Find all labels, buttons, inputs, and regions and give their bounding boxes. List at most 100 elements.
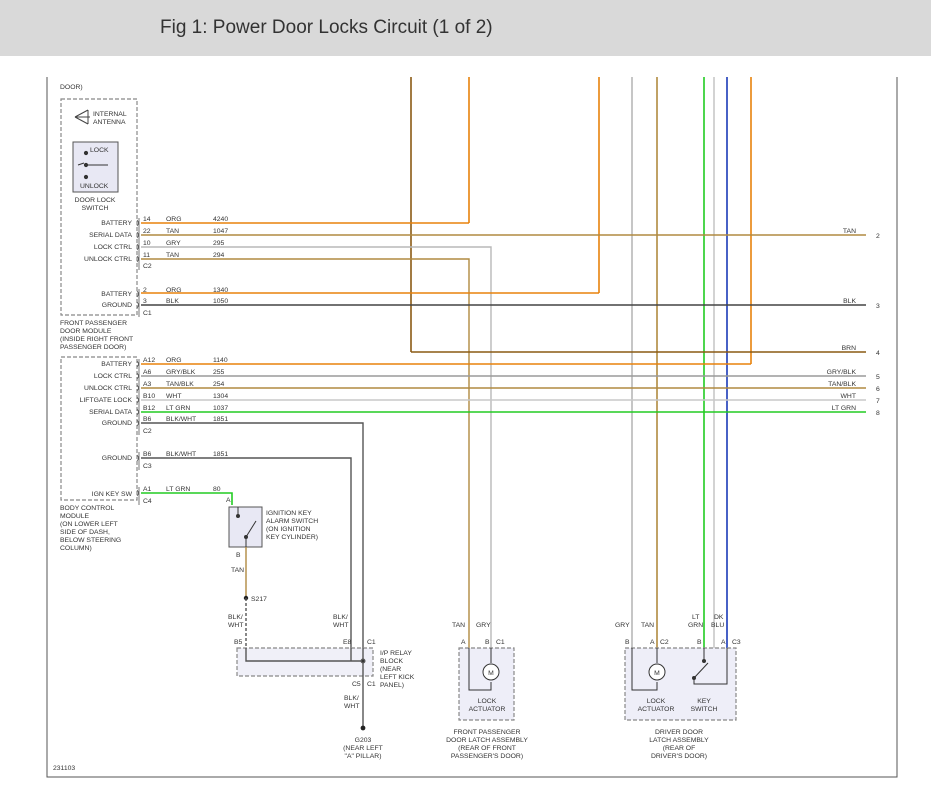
fp-motor-icon [468, 648, 500, 691]
fpdm-title: PASSENGER DOOR) [60, 344, 126, 351]
bcm-pin-num: B6 [143, 451, 152, 458]
bcm-circuit: 1851 [213, 416, 228, 423]
fpdm-pin-labels: BATTERY SERIAL DATA LOCK CTRL UNLOCK CTR… [84, 216, 228, 317]
relay-pin: C1 [367, 681, 376, 688]
fpdm-wire-color: BLK [166, 298, 179, 305]
bcm-box [60, 356, 138, 501]
ign-switch-label: ALARM SWITCH [266, 518, 318, 525]
fp-latch-box [458, 647, 515, 721]
relay-pin: E8 [343, 639, 352, 646]
drv-wire-label: DK [714, 614, 724, 621]
bcm-pin-num: A1 [143, 486, 152, 493]
door-lock-switch-icon [77, 150, 108, 180]
bcm-pin-num: A3 [143, 381, 152, 388]
bcm-circuit: 80 [213, 486, 221, 493]
relay-pin: C1 [367, 639, 376, 646]
relay-block-label: I/P RELAY [380, 650, 412, 657]
bcm-wire-color: BLK/WHT [166, 416, 196, 423]
right-references: TAN 2 BLK 3 BRN 4 GRY/BLK 5 TAN/BLK 6 WH… [827, 228, 880, 417]
relay-block-label: (NEAR [380, 666, 401, 673]
relay-block-label: LEFT KICK [380, 674, 415, 681]
fpdm-box [60, 98, 138, 316]
fpdm-connector-marks [136, 218, 140, 317]
fp-wire-label: TAN [452, 622, 465, 629]
fpdm-wires [141, 222, 866, 648]
bcm-pin-num: A12 [143, 357, 155, 364]
fpdm-pin-num: 14 [143, 216, 151, 223]
bcm-connector: C4 [143, 498, 152, 505]
fp-wire-label: GRY [476, 622, 491, 629]
fpdm-circuit: 1047 [213, 228, 228, 235]
right-ref-num: 8 [876, 410, 880, 417]
fpdm-pin-name: GROUND [102, 302, 132, 309]
drv-motor-icon [631, 648, 666, 691]
antenna-icon [74, 109, 90, 125]
bcm-pin-name: GROUND [102, 420, 132, 427]
bcm-wire-color: WHT [166, 393, 181, 400]
ign-switch-label: IGNITION KEY [266, 510, 312, 517]
bcm-connector-marks [136, 359, 140, 505]
drv-actuator-label: ACTUATOR [638, 706, 675, 713]
right-ref-num: 4 [876, 350, 880, 357]
relay-wire-left: BLK/ [228, 614, 243, 621]
diagram-frame [46, 77, 898, 778]
right-ref-num: 2 [876, 233, 880, 240]
relay-block-label: PANEL) [380, 682, 404, 689]
bcm-pin-name: LIFTGATE LOCK [80, 397, 133, 404]
fpdm-pin-name: SERIAL DATA [89, 232, 132, 239]
bcm-pin-name: BATTERY [101, 361, 132, 368]
fpdm-circuit: 4240 [213, 216, 228, 223]
ign-switch-label: KEY CYLINDER) [266, 534, 318, 541]
top-vertical-wires [410, 77, 752, 648]
relay-wire-right: BLK/ [333, 614, 348, 621]
right-ref-num: 5 [876, 374, 880, 381]
right-ref-color: WHT [841, 393, 856, 400]
fp-latch-title: DOOR LATCH ASSEMBLY [446, 737, 528, 744]
right-ref-color: LT GRN [832, 405, 856, 412]
fp-pin: C1 [496, 639, 505, 646]
fp-latch-title: (REAR OF FRONT [458, 745, 516, 752]
bcm-wire-color: GRY/BLK [166, 369, 196, 376]
drv-pin: B [625, 639, 630, 646]
door-lock-switch-title: SWITCH [82, 205, 109, 212]
fpdm-wire-color: GRY [166, 240, 181, 247]
bcm-wire-color: TAN/BLK [166, 381, 194, 388]
header-bar: Fig 1: Power Door Locks Circuit (1 of 2) [0, 0, 931, 56]
switch-unlock-label: UNLOCK [80, 183, 109, 190]
fpdm-circuit: 294 [213, 252, 225, 259]
bcm-pin-name: IGN KEY SW [92, 491, 133, 498]
fpdm-title: (INSIDE RIGHT FRONT [60, 336, 133, 343]
bcm-wires [141, 363, 866, 648]
drv-wire-label: BLU [711, 622, 724, 629]
bcm-pin-num: B12 [143, 405, 155, 412]
drv-motor-label: M [654, 670, 660, 677]
drv-pin: B [697, 639, 702, 646]
ground-loc: (NEAR LEFT [343, 745, 383, 752]
fp-pin: A [461, 639, 466, 646]
fpdm-pin-num: 3 [143, 298, 147, 305]
fp-pin: B [485, 639, 490, 646]
ign-pin-a: A [226, 497, 231, 504]
right-ref-num: 6 [876, 386, 880, 393]
ign-switch-icon [236, 507, 257, 547]
relay-wire-left: WHT [228, 622, 243, 629]
bcm-pin-num: B6 [143, 416, 152, 423]
door-lock-switch-title: DOOR LOCK [75, 197, 116, 204]
fpdm-connector: C1 [143, 310, 152, 317]
right-ref-color: BRN [842, 345, 856, 352]
fpdm-pin-name: BATTERY [101, 291, 132, 298]
right-ref-color: TAN/BLK [828, 381, 856, 388]
drv-latch-title: DRIVER'S DOOR) [651, 753, 707, 760]
splice-label: S217 [251, 596, 267, 603]
ground-id: G203 [355, 737, 372, 744]
fpdm-pin-name: LOCK CTRL [94, 244, 132, 251]
bcm-pin-labels: BATTERY LOCK CTRL UNLOCK CTRL LIFTGATE L… [80, 357, 229, 505]
drv-pin: C2 [660, 639, 669, 646]
fp-latch-title: PASSENGER'S DOOR) [451, 753, 523, 760]
fpdm-title: FRONT PASSENGER [60, 320, 127, 327]
drv-latch-title: LATCH ASSEMBLY [649, 737, 709, 744]
ground-loc: "A" PILLAR) [345, 753, 382, 760]
right-ref-color: GRY/BLK [827, 369, 857, 376]
drv-pin: C3 [732, 639, 741, 646]
